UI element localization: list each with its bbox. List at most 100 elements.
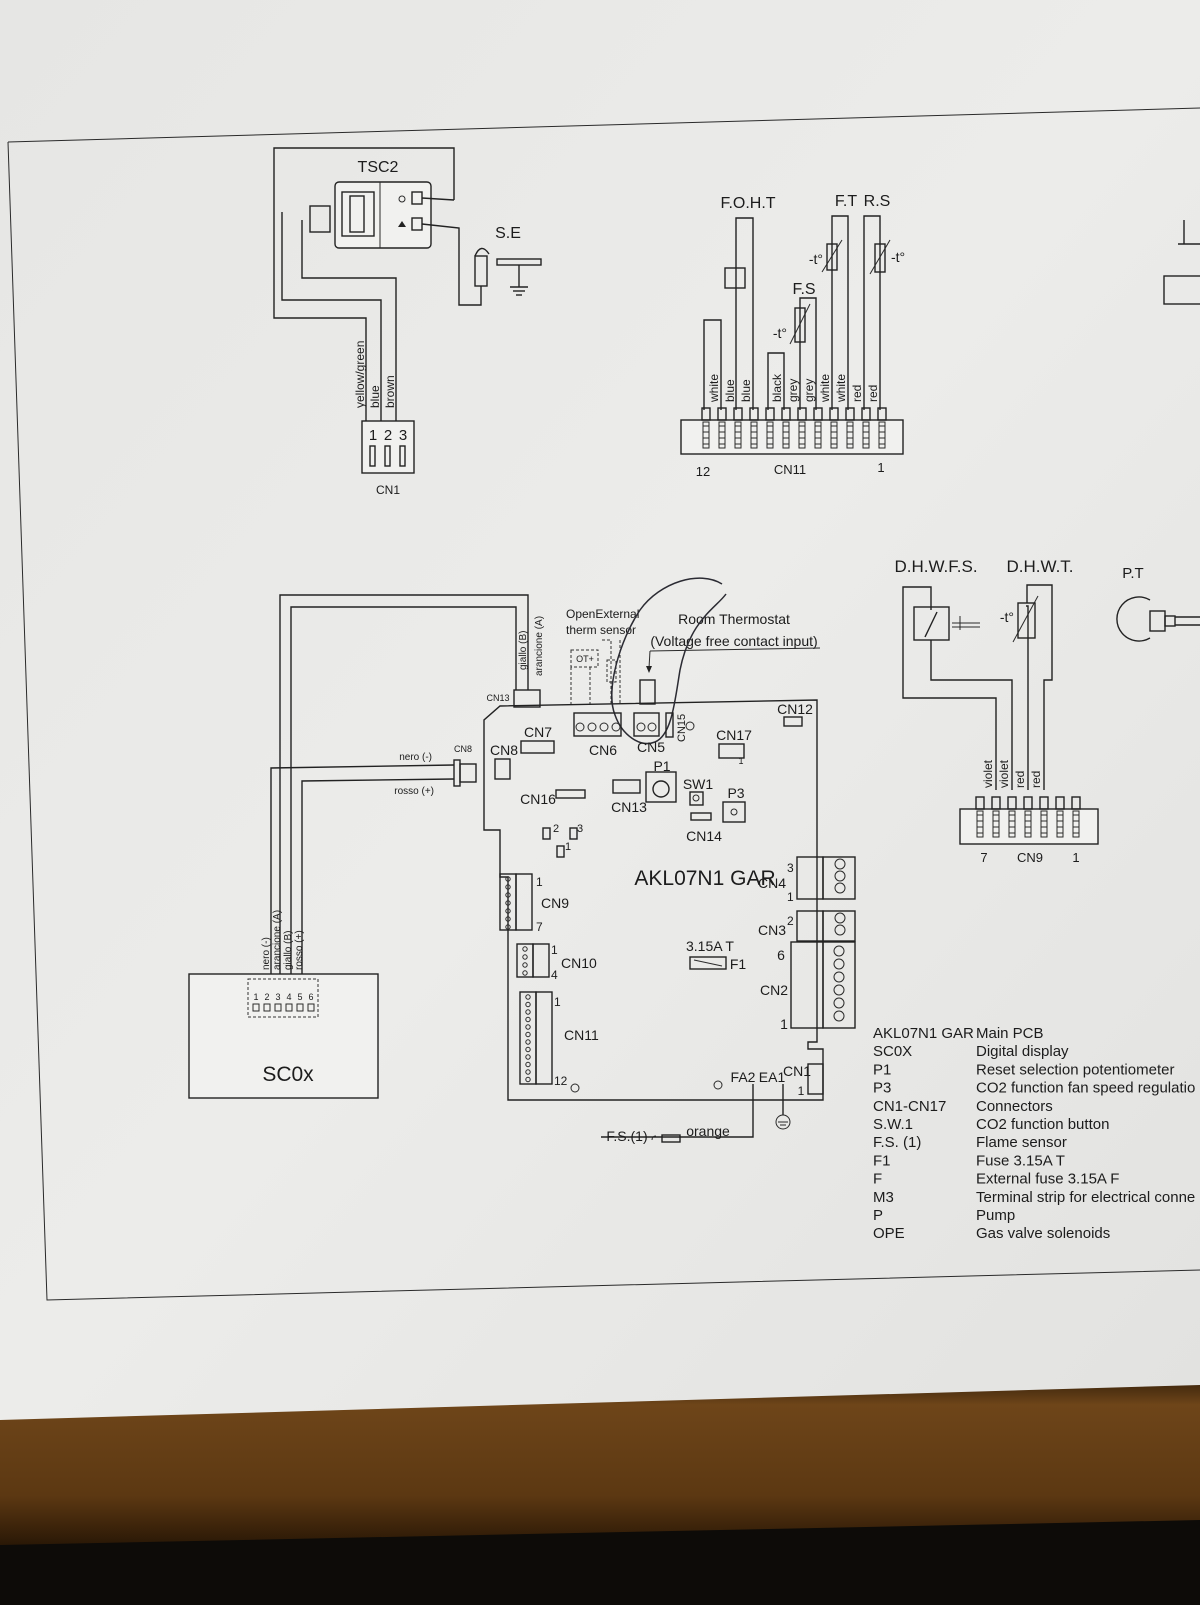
wire-nero xyxy=(270,764,455,975)
legend-code: M3 xyxy=(873,1189,894,1206)
legend-code: P xyxy=(873,1207,883,1224)
main-pcb: AKL07N1 GAR CN13 OpenExternal therm sens… xyxy=(483,577,856,1144)
wooden-table xyxy=(0,1380,1200,1545)
pin-dot xyxy=(505,900,511,906)
pin-label: 2 xyxy=(384,427,392,444)
cn6-connector[interactable] xyxy=(573,712,622,737)
legend-code: OPE xyxy=(873,1225,905,1242)
pin-label: 12 xyxy=(554,1074,568,1088)
wire-label: red xyxy=(866,385,880,402)
cn3-label: CN3 xyxy=(758,922,786,938)
wire-label: blue xyxy=(739,379,753,402)
legend-description: Digital display xyxy=(976,1043,1069,1060)
pin-socket xyxy=(274,1003,282,1012)
sw1-button[interactable] xyxy=(689,791,704,806)
wire-label: giallo (B) xyxy=(518,631,529,670)
cn7-connector[interactable] xyxy=(520,740,555,754)
wire-label: white xyxy=(707,374,721,403)
pin-label: 7 xyxy=(980,850,987,865)
flame-sensor-wire xyxy=(601,1084,754,1138)
cn2-label: CN2 xyxy=(760,982,788,998)
terminal-pin xyxy=(701,407,711,421)
fuse-f1[interactable] xyxy=(689,956,727,970)
warning-triangle-icon xyxy=(398,221,406,227)
earth-symbol-icon xyxy=(398,195,406,203)
terminal-slot xyxy=(734,421,742,449)
pin-label: 1 xyxy=(554,995,561,1009)
terminal-pin xyxy=(1023,796,1033,810)
wire-label: white xyxy=(834,374,848,403)
wire-label: red xyxy=(1013,771,1027,788)
p1-label: P1 xyxy=(653,758,670,774)
cn1-label: CN1 xyxy=(376,483,400,497)
cn15-connector[interactable] xyxy=(665,712,674,738)
terminal-pin xyxy=(749,407,759,421)
terminal-pin xyxy=(717,407,727,421)
terminal-slot xyxy=(718,421,726,449)
cn15-label: CN15 xyxy=(676,714,688,742)
svg-text:-t°: -t° xyxy=(773,325,787,341)
terminal-slot xyxy=(814,421,822,449)
pin-dot xyxy=(525,1001,531,1008)
cn5-room-thermostat-connector[interactable] xyxy=(633,712,660,737)
pin-dot xyxy=(525,1076,531,1083)
terminal-pin xyxy=(861,407,871,421)
svg-text:-t°: -t° xyxy=(891,249,905,265)
pin-dot xyxy=(525,1054,531,1060)
screw-terminal xyxy=(833,945,845,957)
terminal-slot xyxy=(1072,810,1080,838)
cn8-connector[interactable] xyxy=(494,758,511,780)
frame-top-line xyxy=(7,107,1200,143)
pin-socket xyxy=(285,1003,293,1012)
flame-sensor-icon xyxy=(661,1134,681,1143)
wire-label: orange xyxy=(686,1123,730,1139)
cn17-connector[interactable] xyxy=(718,743,745,759)
wire-label: red xyxy=(850,385,864,402)
legend-description: CO2 function button xyxy=(976,1116,1109,1133)
screw-terminal xyxy=(575,722,585,732)
terminal-pin xyxy=(1055,796,1065,810)
wire-label: grey xyxy=(802,379,816,402)
cn10-label: CN10 xyxy=(561,955,597,971)
wire-label: grey xyxy=(786,379,800,402)
tsc2-title: TSC2 xyxy=(358,159,399,176)
se-label: S.E xyxy=(495,225,521,242)
rs-thermistor-icon xyxy=(874,243,886,273)
fa2-label: FA2 xyxy=(731,1069,756,1085)
screw-terminal xyxy=(833,1010,845,1022)
cn11-pcb-label: CN11 xyxy=(564,1027,599,1043)
jumper-1[interactable] xyxy=(556,845,565,858)
cn13-connector[interactable] xyxy=(612,779,641,794)
pin-label: 1 xyxy=(798,1084,805,1098)
pin-socket xyxy=(252,1003,260,1012)
pin-dot xyxy=(525,1009,531,1015)
legend-code: AKL07N1 GAR xyxy=(873,1025,974,1042)
cn14-connector[interactable] xyxy=(690,812,712,821)
pin-label: 3 xyxy=(577,823,583,835)
pin-socket xyxy=(296,1003,304,1012)
cn4-label: CN4 xyxy=(758,875,786,891)
terminal-pin xyxy=(1039,796,1049,810)
legend-code: F.S. (1) xyxy=(873,1134,921,1151)
wire-rosso xyxy=(301,778,455,975)
cn1-pcb-label: CN1 xyxy=(783,1063,811,1079)
legend-description: Reset selection potentiometer xyxy=(976,1061,1174,1078)
wire-label: blue xyxy=(368,385,382,408)
pin-label: 6 xyxy=(308,992,313,1002)
wire-label: giallo (B) xyxy=(283,931,294,970)
cn11-terminal-block xyxy=(680,419,904,455)
cn1-pcb-connector[interactable] xyxy=(807,1063,824,1095)
ft-label: F.T xyxy=(835,193,857,210)
screw-terminal xyxy=(833,984,845,996)
cn12-connector[interactable] xyxy=(783,716,803,727)
jumper-3[interactable] xyxy=(569,827,578,840)
cn8-small-label: CN8 xyxy=(454,744,472,754)
wire-brown xyxy=(301,220,397,424)
p1-potentiometer[interactable] xyxy=(645,771,677,803)
pin-label: 2 xyxy=(787,914,794,928)
tsc2-plug xyxy=(309,205,331,233)
cn16-connector[interactable] xyxy=(555,789,586,799)
p3-potentiometer[interactable] xyxy=(722,801,746,823)
jumper-2[interactable] xyxy=(542,827,551,840)
